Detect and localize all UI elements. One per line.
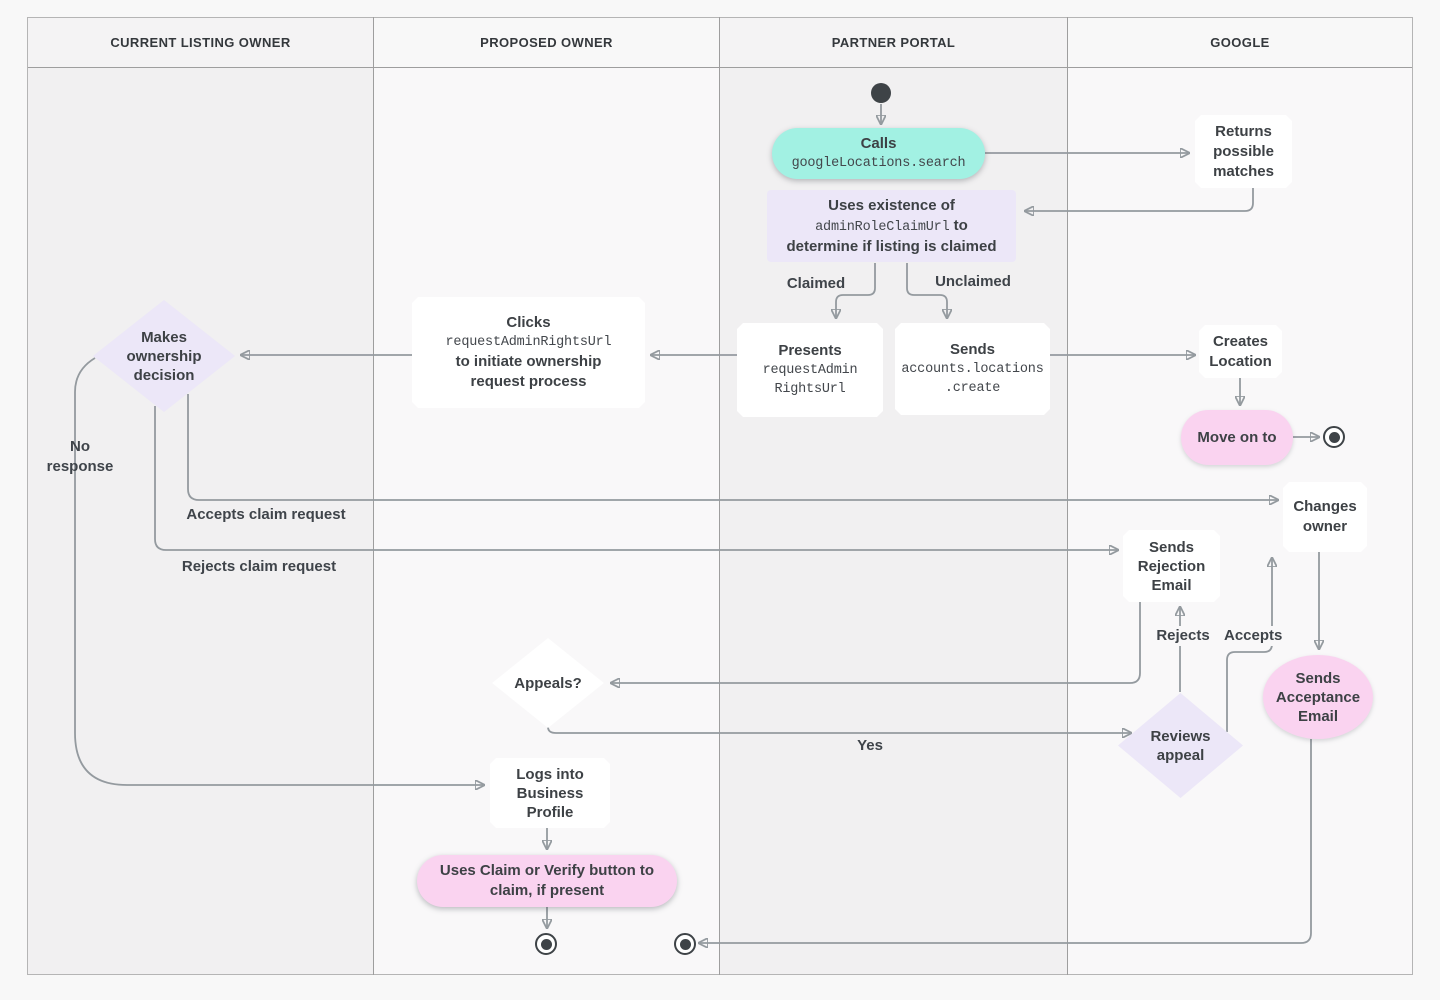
node-calls-googlelocations-search: Calls googleLocations.search xyxy=(772,128,985,179)
end-node-create-flow xyxy=(1323,426,1345,448)
edge-label-line: No xyxy=(70,438,90,455)
lane-header-current-listing-owner: CURRENT LISTING OWNER xyxy=(28,17,373,68)
edge-label-yes: Yes xyxy=(850,736,890,756)
lane-current-listing-owner: CURRENT LISTING OWNER xyxy=(27,17,373,975)
node-line: Uses Claim or Verify button to xyxy=(439,862,655,879)
api-name: googleLocations.search xyxy=(791,156,966,171)
node-line: claim, if present xyxy=(489,882,605,899)
node-line: Returns xyxy=(1215,122,1272,140)
end-node-dot xyxy=(540,938,552,950)
edge-label-line: response xyxy=(46,458,114,475)
node-returns-possible-matches: Returns possible matches xyxy=(1195,115,1292,188)
node-line: appeal xyxy=(1156,746,1205,764)
node-line: Uses existence of xyxy=(828,196,955,214)
node-line: Logs into xyxy=(516,765,584,783)
edge-reviews-accepts-to-changes xyxy=(1226,559,1272,732)
node-line: Sends xyxy=(1295,669,1341,687)
end-node-dot xyxy=(679,938,691,950)
node-line: Business xyxy=(516,784,584,802)
node-line: Profile xyxy=(526,803,574,821)
node-line: to initiate ownership xyxy=(455,353,602,370)
node-clicks-requestadminrightsurl: Clicks requestAdminRightsUrl to initiate… xyxy=(412,297,645,408)
node-line: Makes xyxy=(141,328,187,346)
edge-label-accepts: Accepts xyxy=(1221,626,1285,646)
node-line: ownership xyxy=(126,347,202,365)
edge-label-unclaimed: Unclaimed xyxy=(931,272,1015,292)
lane-body-current-listing-owner xyxy=(28,68,373,975)
node-sends-rejection-email: Sends Rejection Email xyxy=(1123,530,1220,602)
node-title: Clicks xyxy=(506,314,551,331)
node-line: Sends xyxy=(1148,538,1194,556)
node-presents-requestadminrightsurl: Presents requestAdmin RightsUrl xyxy=(737,323,883,417)
edge-no-response-to-logs xyxy=(74,357,483,785)
node-line: Email xyxy=(1297,707,1339,725)
node-line: decision xyxy=(133,366,195,384)
node-line: Location xyxy=(1209,352,1272,370)
node-line: matches xyxy=(1213,162,1274,180)
node-line: Acceptance xyxy=(1275,688,1361,706)
end-node-acceptance-flow xyxy=(674,933,696,955)
edge-appeals-yes-to-reviews xyxy=(547,726,1130,733)
edge-rejection-to-appeals xyxy=(612,602,1141,683)
node-line: Reviews xyxy=(1150,727,1211,745)
api-name: requestAdminRightsUrl xyxy=(445,335,612,350)
node-changes-owner: Changes owner xyxy=(1283,482,1367,552)
start-node xyxy=(871,83,891,103)
edge-label-rejects-claim-request: Rejects claim request xyxy=(181,558,337,575)
edge-returns-to-uses xyxy=(1026,188,1254,211)
edge-label-accepts-claim-request: Accepts claim request xyxy=(186,506,346,523)
lane-header-proposed-owner: PROPOSED OWNER xyxy=(374,17,719,68)
edge-uses-unclaimed-to-sends xyxy=(906,263,947,317)
end-node-claim-flow xyxy=(535,933,557,955)
edge-accepts-to-changes-owner xyxy=(187,394,1277,500)
node-line: owner xyxy=(1302,518,1348,535)
node-line: Appeals? xyxy=(514,674,582,692)
lane-header-partner-portal: PARTNER PORTAL xyxy=(720,17,1067,68)
node-line: request process xyxy=(470,373,587,390)
node-line-rest: to xyxy=(953,216,968,234)
node-title: Presents xyxy=(778,342,842,359)
edge-label-claimed: Claimed xyxy=(776,274,856,294)
edge-label-no-response: No response xyxy=(40,437,120,477)
node-creates-location: Creates Location xyxy=(1199,325,1282,378)
api-name: RightsUrl xyxy=(774,382,846,397)
node-uses-claim-or-verify-button: Uses Claim or Verify button to claim, if… xyxy=(417,855,677,907)
api-name: adminRoleClaimUrl xyxy=(815,219,950,235)
node-title: Calls xyxy=(860,135,897,152)
end-node-dot xyxy=(1328,431,1340,443)
edge-acceptance-to-end xyxy=(700,739,1312,943)
node-line: possible xyxy=(1213,142,1274,160)
node-line: Creates xyxy=(1212,332,1269,350)
edge-rejects-to-rejection-email xyxy=(154,406,1117,550)
edge-uses-claimed-to-presents xyxy=(836,263,876,317)
lane-header-google: GOOGLE xyxy=(1068,17,1412,68)
node-line: Move on to xyxy=(1197,428,1277,446)
node-line: determine if listing is claimed xyxy=(786,237,997,255)
api-name: requestAdmin xyxy=(762,363,858,378)
node-uses-existence-adminroleclaimurl: Uses existence of adminRoleClaimUrl to d… xyxy=(767,190,1016,262)
node-move-on-to: Move on to xyxy=(1181,410,1293,465)
node-logs-into-business-profile: Logs into Business Profile xyxy=(490,758,610,828)
api-name: .create xyxy=(944,381,1001,396)
node-line: Changes xyxy=(1293,498,1357,515)
node-line: Email xyxy=(1151,576,1192,594)
node-line: Rejection xyxy=(1137,557,1206,575)
node-sends-accounts-locations-create: Sends accounts.locations .create xyxy=(895,323,1050,415)
api-name: accounts.locations xyxy=(901,362,1044,377)
node-line: adminRoleClaimUrl to xyxy=(815,216,968,237)
node-title: Sends xyxy=(949,341,995,358)
edge-label-rejects: Rejects xyxy=(1152,626,1214,646)
node-sends-acceptance-email: Sends Acceptance Email xyxy=(1263,655,1373,739)
